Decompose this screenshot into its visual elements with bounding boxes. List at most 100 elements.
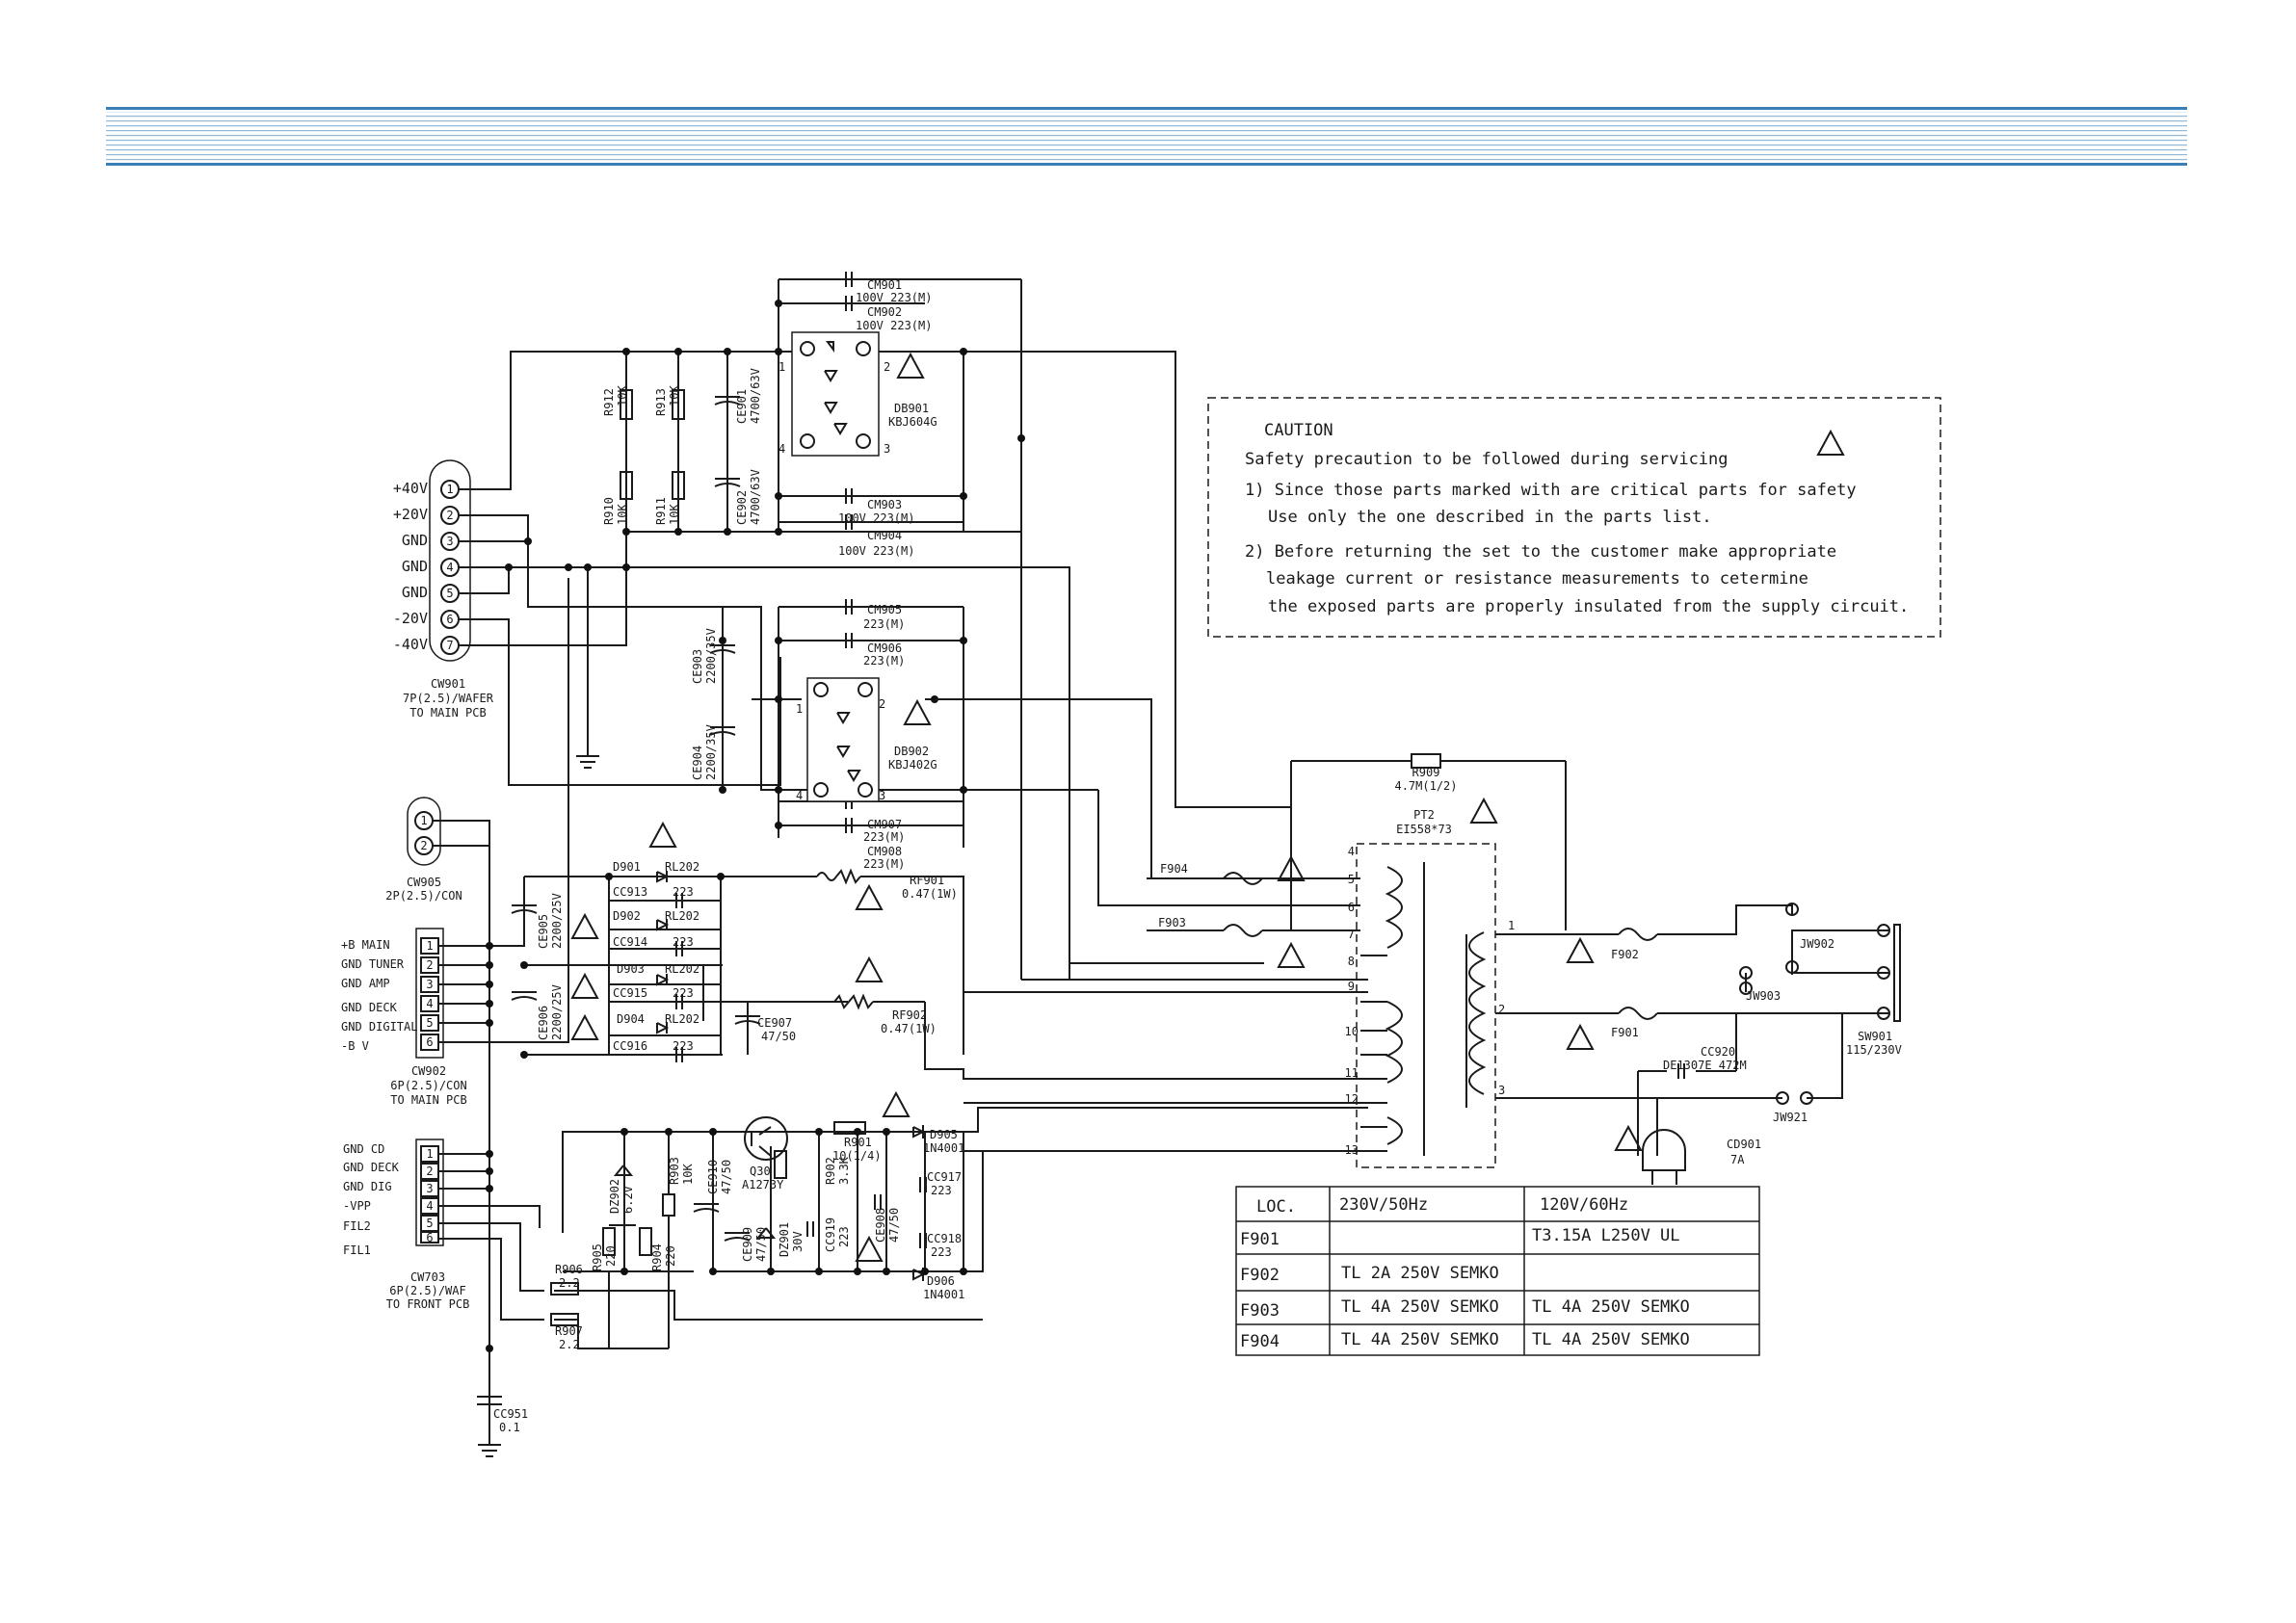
r902-label: R902 — [824, 1157, 837, 1185]
rf902-label: RF902 — [892, 1008, 927, 1022]
cc918-value: 223 — [931, 1245, 952, 1259]
pt2-pin: 12 — [1345, 1092, 1359, 1106]
ce907-label: CE907 — [757, 1016, 792, 1030]
svg-text:3: 3 — [426, 978, 433, 991]
cw703-pin-label: FIL2 — [343, 1219, 371, 1233]
junction-dots — [505, 300, 1025, 829]
cw902-pin-label: GND DIGITAL — [341, 1020, 417, 1034]
cw905-connector: 12 CW905 2P(2.5)/CON — [385, 797, 490, 1435]
table-cell: TL 4A 250V SEMKO — [1532, 1330, 1690, 1349]
cc917-value: 223 — [931, 1184, 952, 1197]
vertical-labels: R912 10K R913 10K R910 10K R911 10K CE90… — [602, 368, 762, 780]
rectifier-block: D901 RL202 CC913 223 D902 RL202 CC914 22… — [511, 860, 958, 1062]
svg-text:6: 6 — [446, 613, 453, 626]
cc-value: 223 — [673, 885, 694, 899]
cw901-pin-label: GND — [402, 532, 428, 549]
ce908-label: CE908 — [874, 1208, 887, 1243]
cm902-value: 100V 223(M) — [856, 319, 932, 332]
table-header: LOC. — [1256, 1197, 1296, 1217]
safety-triangles — [570, 352, 1845, 1262]
svg-text:4: 4 — [426, 1199, 433, 1213]
cw703-pin-label: GND DIG — [343, 1180, 392, 1193]
q30-value: A1273Y — [742, 1178, 784, 1191]
cc914-label: CC914 — [613, 935, 647, 949]
jw902-label: JW902 — [1800, 937, 1834, 951]
r909-label: R909 — [1412, 766, 1440, 779]
db902-pin: 4 — [796, 789, 803, 802]
svg-text:6: 6 — [426, 1035, 433, 1049]
cm905-label: CM905 — [867, 603, 902, 616]
cw901-pin-label: +20V — [393, 506, 428, 523]
svg-text:2: 2 — [426, 1165, 433, 1178]
svg-text:6: 6 — [426, 1231, 433, 1244]
cm908-value: 223(M) — [863, 857, 905, 871]
cw703-pin-label: GND DECK — [343, 1161, 400, 1174]
dz902-label: DZ902 — [608, 1179, 621, 1214]
ce908-value: 47/50 — [887, 1208, 901, 1243]
cw902-desc: 6P(2.5)/CON — [390, 1079, 466, 1092]
cw703-pin-label: GND CD — [343, 1142, 384, 1156]
table-cell: T3.15A L250V UL — [1532, 1226, 1680, 1245]
cw703-connector: 123 456 GND CD GND DECK GND DIG -VPP FIL… — [343, 1139, 544, 1457]
cw901-pin-label: +40V — [393, 480, 428, 497]
ce902-value: 4700/63V — [749, 469, 762, 525]
cm903-value: 100V 223(M) — [838, 511, 914, 525]
r911-value: 10K — [668, 504, 681, 525]
pt2-pin: 10 — [1345, 1025, 1359, 1038]
caution-line: Safety precaution to be followed during … — [1245, 450, 1729, 469]
db901-pin: 3 — [884, 442, 890, 456]
cd901-label: CD901 — [1727, 1138, 1761, 1151]
d906-value: 1N4001 — [923, 1288, 964, 1301]
cw901-pin-label: GND — [402, 584, 428, 601]
cc951-value: 0.1 — [499, 1421, 520, 1434]
cw703-pin-label: FIL1 — [343, 1243, 371, 1257]
svg-text:7: 7 — [446, 639, 453, 652]
cw901-pin-label: GND — [402, 558, 428, 575]
cm906-value: 223(M) — [863, 654, 905, 668]
cc-value: 223 — [673, 935, 694, 949]
cm908-label: CM908 — [867, 845, 902, 858]
ce909-label: CE909 — [741, 1227, 754, 1262]
cc913-label: CC913 — [613, 885, 647, 899]
r906-label: R906 — [555, 1263, 583, 1276]
d905-label: D905 — [930, 1128, 958, 1141]
pri-pin: 3 — [1498, 1084, 1505, 1097]
db901-section: 1 2 3 4 — [620, 272, 1175, 980]
dz901-value: 30V — [791, 1231, 805, 1252]
r901-label: R901 — [844, 1136, 872, 1149]
ce907-value: 47/50 — [761, 1030, 796, 1043]
cc918-label: CC918 — [927, 1232, 962, 1245]
f903-label: F903 — [1158, 916, 1186, 929]
cm903-label: CM903 — [867, 498, 902, 511]
svg-text:2: 2 — [426, 958, 433, 972]
q30-label: Q30 — [750, 1165, 771, 1178]
rl202-label: RL202 — [665, 1012, 699, 1026]
f901-label: F901 — [1611, 1026, 1639, 1039]
svg-text:5: 5 — [426, 1016, 433, 1030]
pt2-pin: 9 — [1348, 980, 1355, 993]
cc916-label: CC916 — [613, 1039, 647, 1053]
d903-label: D903 — [617, 962, 645, 976]
cc920-label: CC920 — [1701, 1045, 1735, 1059]
d901-label: D901 — [613, 860, 641, 874]
r907-value: 2.2 — [559, 1338, 580, 1351]
primary-side: 1 2 3 F902 F901 JW902 JW903 JW921 CC920 … — [1495, 903, 1902, 1185]
pri-pin: 2 — [1498, 1003, 1505, 1016]
ce904-label: CE904 — [691, 746, 704, 780]
caution-line: leakage current or resistance measuremen… — [1266, 569, 1808, 589]
r913-value: 10K — [668, 385, 681, 406]
svg-text:1: 1 — [446, 483, 453, 496]
cw901-pin-label: -20V — [393, 610, 428, 627]
ce901-value: 4700/63V — [749, 368, 762, 424]
pt2-label: PT2 — [1413, 808, 1435, 822]
ce906-value: 2200/25V — [550, 984, 564, 1040]
r904-value: 220 — [664, 1245, 677, 1267]
cm904-value: 100V 223(M) — [838, 544, 914, 558]
table-header: 230V/50Hz — [1339, 1195, 1428, 1215]
cm904-label: CM904 — [867, 529, 902, 542]
cm907-label: CM907 — [867, 818, 902, 831]
db902-pin: 1 — [796, 702, 803, 716]
ce901-label: CE901 — [735, 389, 749, 424]
r905-value: 220 — [604, 1245, 618, 1267]
